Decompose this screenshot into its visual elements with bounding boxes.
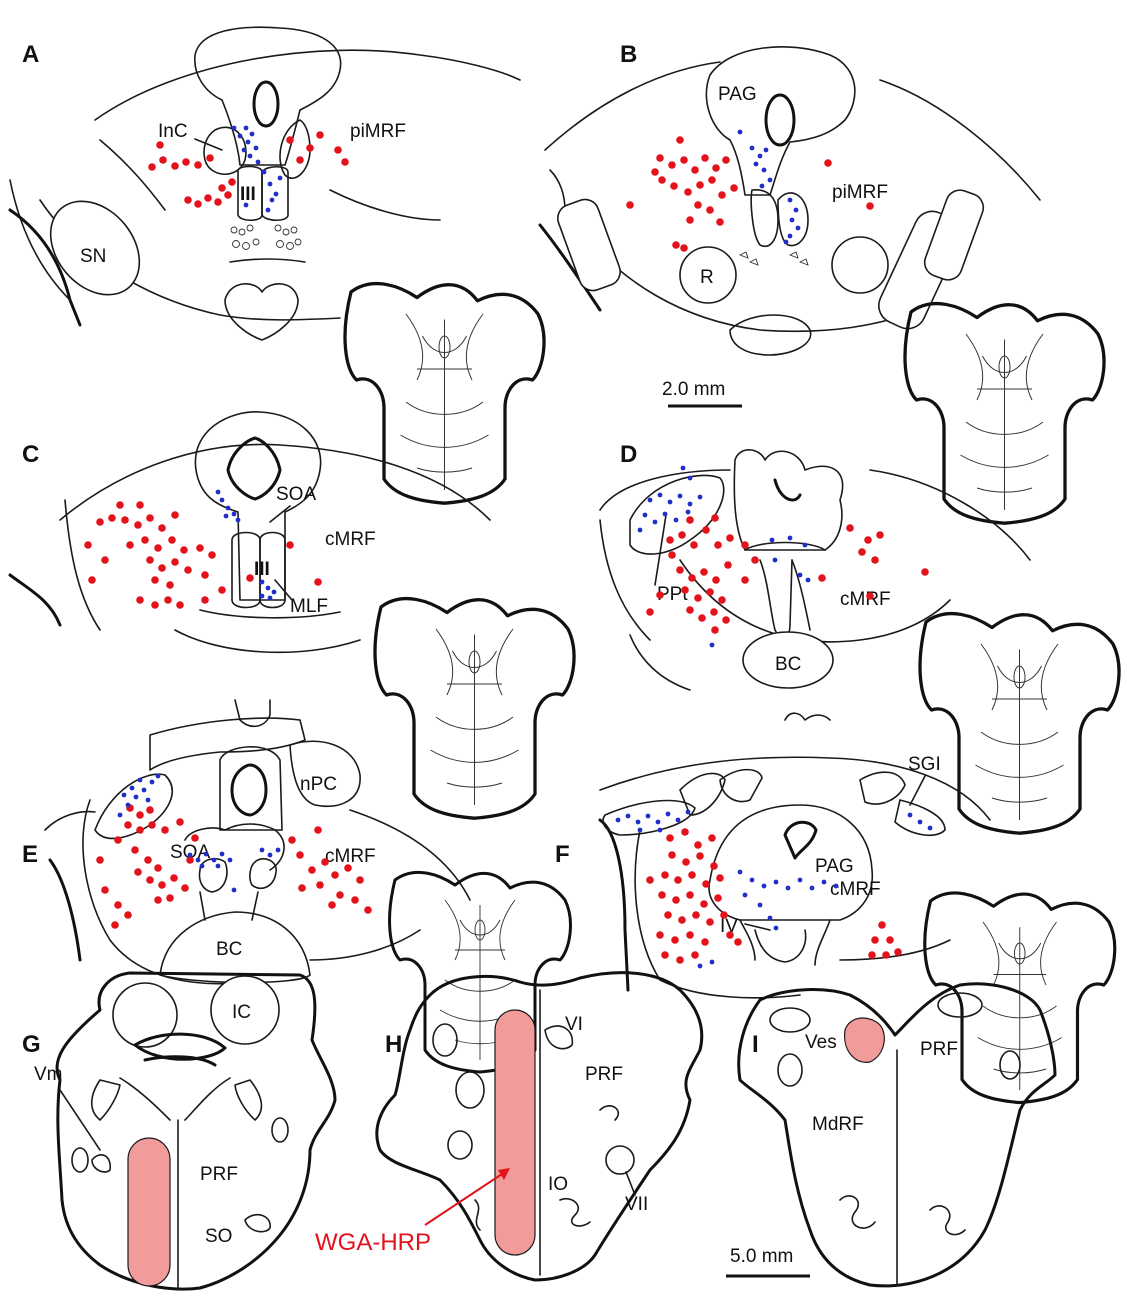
aqueduct-f [783,820,818,860]
aqueduct-b [764,93,796,147]
npc-region [289,740,361,807]
thumbnail-d [918,611,1121,835]
panel-letter-d: D [620,441,637,468]
blue-cells-a [231,125,283,213]
label-ppt: PPt [657,584,688,605]
injection-site-i [843,1017,885,1063]
bc-region-d [742,631,834,689]
scale-bar-lower-label: 5.0 mm [730,1246,793,1267]
label-ic: IC [232,1002,251,1023]
scale-bar-upper-label: 2.0 mm [662,379,725,400]
label-npc: nPC [300,774,337,795]
thumbnail-b [903,301,1106,525]
red-nucleus [679,246,737,304]
label-io: IO [548,1174,568,1195]
label-vi: VI [565,1014,583,1035]
red-cells-d [646,514,929,634]
panel-i: I Ves PRF MdRF 5.0 mm [726,982,1057,1288]
label-mdrf: MdRF [812,1114,864,1135]
label-prf-i: PRF [920,1039,958,1060]
label-pimrf-a: piMRF [350,121,406,142]
red-cells-c [84,501,322,609]
panel-h: H VI PRF IO VII WGA-HRP [315,971,704,1282]
panel-e: E nPC BC SOA cMRF [22,699,572,1074]
panel-a: A SN III InC piMRF [8,26,546,505]
label-soa-c: SOA [276,484,316,505]
wga-hrp-arrow [424,1171,506,1226]
peduncle-b [557,198,621,292]
panel-letter-b: B [620,41,637,68]
panel-letter-f: F [555,841,570,868]
label-prf-g: PRF [200,1164,238,1185]
injection-site-g [127,1137,171,1287]
label-vm: Vm [34,1064,63,1085]
blue-cells-f [615,809,933,969]
panel-g: G IC Vm PRF SO [22,971,337,1291]
blue-cells-e [117,773,281,893]
panel-letter-c: C [22,441,39,468]
blue-cells-b [737,129,801,245]
label-ves: Ves [805,1032,837,1053]
label-iv: IV [720,916,738,937]
label-bc-e: BC [216,939,242,960]
label-cmrf-c: cMRF [325,529,376,550]
label-bc-d: BC [775,654,801,675]
label-pimrf-b: piMRF [832,182,888,203]
label-wga-hrp: WGA-HRP [315,1229,431,1256]
red-cells-b [626,136,874,252]
panel-letter-a: A [22,41,39,68]
thumbnail-c [373,596,576,820]
panel-b: B PAG piMRF R 2.0 mm [538,41,1106,525]
label-cmrf-f: cMRF [830,879,881,900]
label-prf-h: PRF [585,1064,623,1085]
panel-d: D BC PPt cMRF [599,441,1121,835]
aqueduct-c [226,436,282,501]
red-cells-a [148,131,349,208]
red-cells-e [96,804,372,929]
label-iii-a: III [240,184,256,205]
label-pag-f: PAG [815,856,854,877]
panel-c: C III SOA cMRF MLF [8,411,576,820]
sn-region [49,200,141,296]
label-inc: InC [158,121,188,142]
label-mlf: MLF [290,596,328,617]
aqueduct-e [230,763,268,817]
label-r: R [700,267,714,288]
thumbnail-e [388,870,572,1074]
thumbnail-a [343,281,546,505]
label-pag: PAG [718,84,757,105]
label-soa-e: SOA [170,842,210,863]
label-cmrf-d: cMRF [840,589,891,610]
aqueduct-a [252,80,280,128]
blue-cells-c [215,489,277,601]
label-so: SO [205,1226,232,1247]
panel-letter-g: G [22,1031,41,1058]
label-vii: VII [625,1194,648,1215]
panel-letter-e: E [22,841,38,868]
blue-cells-d [637,465,811,648]
panel-letter-h: H [385,1031,402,1058]
panel-letter-i: I [752,1031,759,1058]
label-sgi: SGI [908,754,941,775]
injection-site-h [494,1009,536,1256]
red-cells-f [646,828,902,964]
panel-f: F PAG cMRF IV SGI [555,712,1117,1105]
label-cmrf-e: cMRF [325,846,376,867]
label-sn: SN [80,246,106,267]
label-iii-c: III [254,559,270,580]
